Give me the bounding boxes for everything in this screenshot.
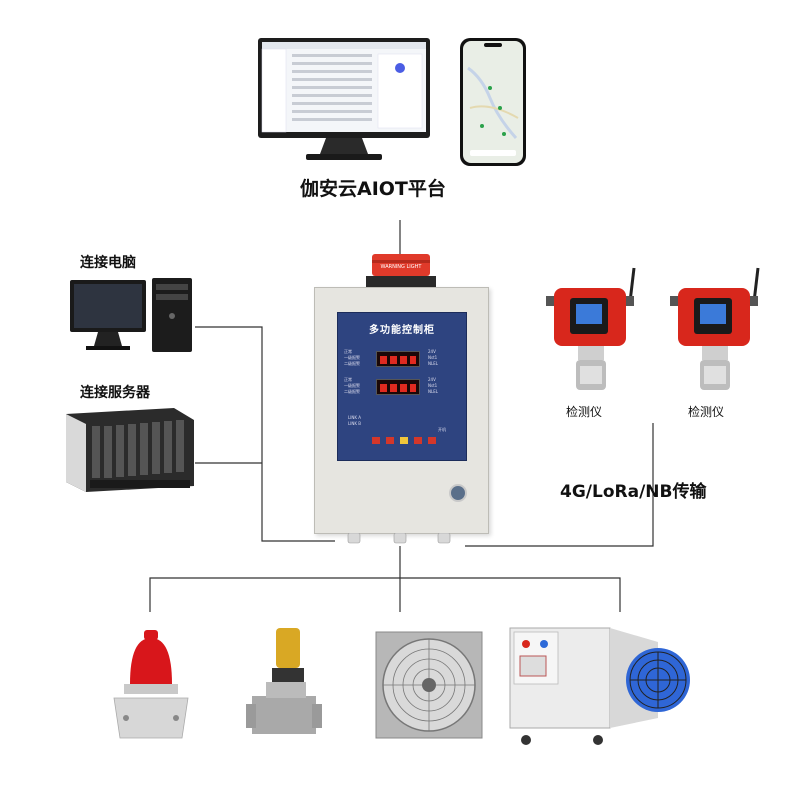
channel-2-status: 24V Nst1 NLEL — [428, 377, 438, 395]
gland-icons — [346, 533, 456, 547]
channel-1-labels: 正常 一级报警 二级报警 — [344, 349, 360, 367]
industrial-heater — [508, 622, 694, 748]
control-buttons — [372, 437, 436, 444]
exhaust-fan — [374, 630, 484, 740]
server-icon — [66, 406, 194, 492]
link-labels: LINK A LINK B — [348, 415, 361, 427]
panel-button-5[interactable] — [428, 437, 436, 444]
platform-label: 伽安云AIOT平台 — [300, 174, 446, 201]
monitor-icon — [258, 38, 430, 164]
heater-icon — [508, 622, 694, 748]
ch2-digits — [377, 381, 419, 395]
warning-light-text: WARNING LIGHT — [376, 264, 426, 270]
channel-1-status: 24V Nst1 NLEL — [428, 349, 438, 367]
cable-glands — [346, 532, 456, 546]
ch1-alarm2: 二级报警 — [344, 361, 360, 367]
panel-title: 多功能控制柜 — [338, 321, 466, 336]
server-label: 连接服务器 — [80, 382, 150, 402]
channel-1-display — [376, 351, 420, 367]
panel-button-3[interactable] — [400, 437, 408, 444]
panel-button-4[interactable] — [414, 437, 422, 444]
ch2-alarm2: 二级报警 — [344, 389, 360, 395]
smartphone — [460, 38, 526, 166]
computer-icon — [68, 276, 196, 356]
alarm-beacon — [106, 628, 196, 744]
control-panel: 多功能控制柜 正常 一级报警 二级报警 24V Nst1 NLEL 正常 一级报… — [337, 312, 467, 461]
warning-light-icon — [366, 254, 436, 288]
ch2-status-nlel: NLEL — [428, 389, 438, 395]
warning-light: WARNING LIGHT — [366, 254, 436, 288]
control-cabinet: 多功能控制柜 正常 一级报警 二级报警 24V Nst1 NLEL 正常 一级报… — [314, 287, 489, 534]
gas-detector-2 — [664, 262, 764, 398]
output-bus-line — [150, 578, 620, 612]
ch1-status-nlel: NLEL — [428, 361, 438, 367]
pc-label: 连接电脑 — [80, 252, 136, 272]
panel-button-1[interactable] — [372, 437, 380, 444]
phone-icon — [460, 38, 526, 166]
gas-detector-1 — [540, 262, 640, 398]
detector-1-label: 检测仪 — [566, 403, 602, 420]
alarm-light-icon — [106, 628, 196, 744]
panel-button-2[interactable] — [386, 437, 394, 444]
detector-2-label: 检测仪 — [688, 403, 724, 420]
channel-2-labels: 正常 一级报警 二级报警 — [344, 377, 360, 395]
channel-2-display — [376, 379, 420, 395]
transmission-label: 4G/LoRa/NB传输 — [560, 477, 706, 502]
link-b: LINK B — [348, 421, 361, 427]
fan-icon — [374, 630, 484, 740]
valve-icon — [244, 624, 324, 742]
ch1-digits — [377, 353, 419, 367]
gas-detector-icon — [664, 262, 764, 398]
monitor — [258, 38, 430, 164]
desktop-computer — [68, 276, 196, 356]
solenoid-valve — [244, 624, 324, 742]
gas-detector-icon — [540, 262, 640, 398]
power-label: 开机 — [438, 427, 446, 433]
key-lock[interactable] — [449, 484, 467, 502]
server-rack — [66, 406, 194, 492]
